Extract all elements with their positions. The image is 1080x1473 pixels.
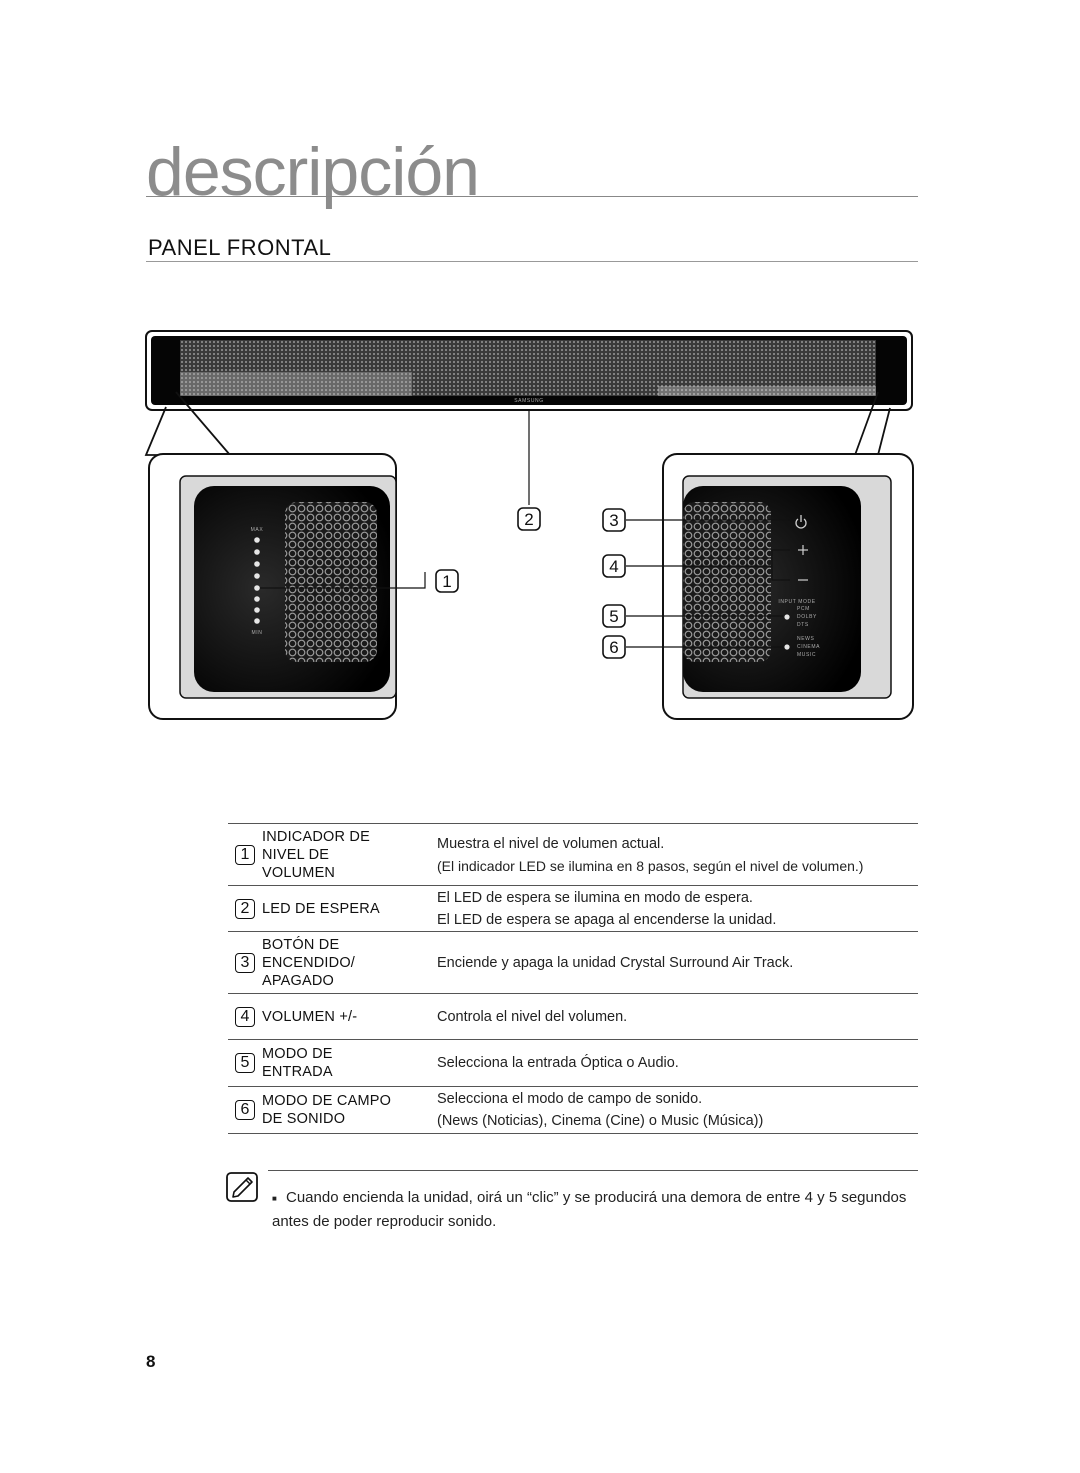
callout-4: 4 [602, 554, 626, 578]
callout-5: 5 [602, 604, 626, 628]
brand-logo: SAMSUNG [514, 398, 543, 404]
feature-description: Enciende y apaga la unidad Crystal Surro… [437, 954, 794, 971]
svg-text:1: 1 [442, 572, 451, 591]
input-opt-dolby: DOLBY [797, 614, 817, 620]
feature-description: El LED de espera se ilumina en modo de e… [437, 889, 777, 928]
sound-field-led [784, 644, 790, 650]
feature-name: LED DE ESPERA [262, 900, 380, 917]
callout-6: 6 [602, 635, 626, 659]
square-bullet-icon: ■ [272, 1193, 277, 1203]
input-mode-led [784, 614, 790, 620]
table-row: 4 VOLUMEN +/- Controla el nivel del volu… [228, 994, 918, 1040]
row-number: 1 [235, 844, 255, 865]
feature-description: Selecciona la entrada Óptica o Audio. [437, 1055, 679, 1071]
row-number: 4 [235, 1006, 255, 1027]
power-icon [795, 515, 807, 529]
feature-description: Selecciona el modo de campo de sonido.(N… [437, 1091, 764, 1129]
feature-description: Muestra el nivel de volumen actual.(El i… [437, 835, 864, 874]
max-label: MAX [251, 527, 264, 533]
input-mode-label: INPUT MODE [778, 599, 815, 605]
zoom-line-right [877, 407, 891, 456]
volume-level-panel: MAX MIN [148, 453, 426, 720]
callout-3: 3 [602, 508, 626, 532]
svg-text:4: 4 [609, 557, 618, 576]
field-opt-cinema: CINEMA [797, 644, 820, 650]
volume-plus-icon [798, 545, 808, 555]
zoom-line-left-inner [175, 391, 231, 456]
table-row: 2 LED DE ESPERA El LED de espera se ilum… [228, 886, 918, 932]
row-number: 2 [235, 898, 255, 919]
min-label: MIN [252, 630, 263, 636]
row-number: 5 [235, 1053, 255, 1073]
svg-text:3: 3 [609, 511, 618, 530]
zoom-line-left [144, 406, 188, 456]
note-divider [268, 1170, 918, 1171]
section-divider [146, 261, 918, 262]
callout-1: 1 [435, 569, 459, 593]
control-panel: INPUT MODE PCM DOLBY DTS NEWS CINEMA MUS… [626, 453, 914, 720]
field-opt-news: NEWS [797, 636, 814, 642]
row-number: 3 [235, 952, 255, 973]
title-divider [146, 196, 918, 197]
front-panel-diagram: SAMSUNG MAX MIN [144, 330, 914, 720]
feature-description: Controla el nivel del volumen. [437, 1008, 628, 1025]
row-number: 6 [235, 1100, 255, 1120]
field-opt-music: MUSIC [797, 652, 816, 658]
volume-leds [254, 537, 260, 624]
input-opt-dts: DTS [797, 622, 809, 628]
page-title: descripción [146, 134, 480, 210]
feature-name: VOLUMEN +/- [262, 1008, 358, 1025]
svg-text:2: 2 [524, 510, 533, 529]
note-text: ■Cuando encienda la unidad, oirá un “cli… [272, 1186, 912, 1233]
callout-2: 2 [517, 507, 541, 531]
page-number: 8 [146, 1352, 156, 1371]
section-heading: PANEL FRONTAL [148, 235, 332, 260]
note-pencil-icon [226, 1172, 258, 1202]
svg-text:6: 6 [609, 638, 618, 657]
input-opt-pcm: PCM [797, 606, 810, 612]
zoom-line-right-inner [854, 391, 879, 456]
svg-text:5: 5 [609, 607, 618, 626]
soundbar: SAMSUNG [145, 330, 913, 411]
